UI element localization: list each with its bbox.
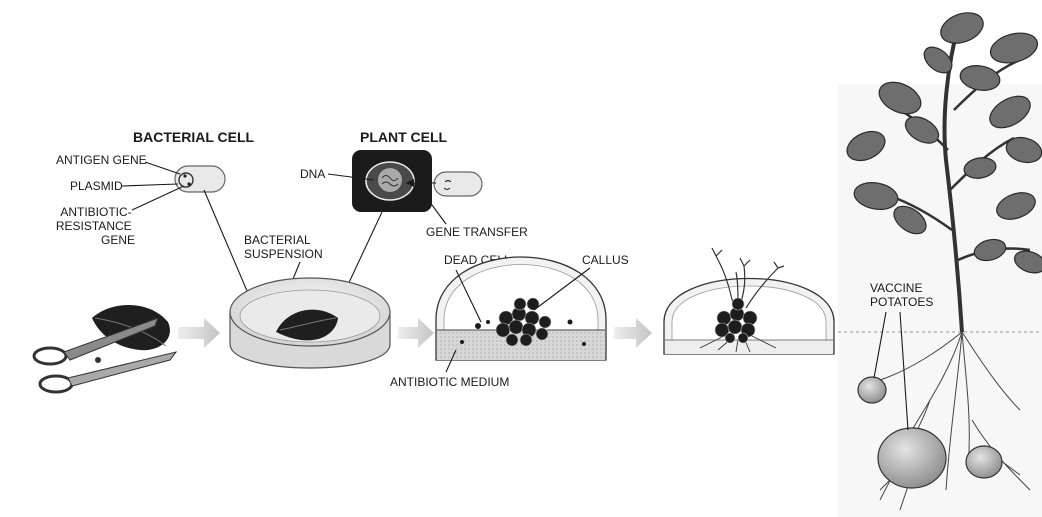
arrow-3-icon bbox=[614, 318, 652, 348]
antibiotic-medium-label: ANTIBIOTIC MEDIUM bbox=[390, 375, 509, 389]
arrow-2-icon bbox=[398, 318, 434, 348]
antibiotic-resistance-gene-label: ANTIBIOTIC- RESISTANCE GENE bbox=[56, 205, 135, 247]
bacterial-cell-icon bbox=[175, 166, 225, 192]
bacterial-cell-title: BACTERIAL CELL bbox=[133, 129, 255, 145]
antibiotic-medium-icon bbox=[437, 330, 605, 360]
bacterial-suspension-dish: BACTERIAL SUSPENSION bbox=[230, 233, 390, 368]
leaf-cutting bbox=[34, 305, 176, 392]
antibiotic-medium-dome: DEAD CELL CALLUS ANTIBIOTIC MEDIUM bbox=[390, 253, 629, 389]
dna-label: DNA bbox=[300, 167, 325, 181]
bacterial-cell: BACTERIAL CELL ANTIGEN GENE PLASMID ANTI… bbox=[56, 129, 256, 312]
vaccine-potatoes-line-1: VACCINE bbox=[870, 281, 922, 295]
bacterial-suspension-line-1: BACTERIAL bbox=[244, 233, 311, 247]
antibiotic-resistance-line-3: GENE bbox=[101, 233, 135, 247]
bacterial-suspension-label: BACTERIAL SUSPENSION bbox=[244, 233, 323, 261]
antibiotic-resistance-line-2: RESISTANCE bbox=[56, 219, 132, 233]
plant-cell-title: PLANT CELL bbox=[360, 129, 448, 145]
regeneration-dome bbox=[664, 248, 834, 354]
bacterial-suspension-line-2: SUSPENSION bbox=[244, 247, 323, 261]
antigen-gene-label: ANTIGEN GENE bbox=[56, 153, 147, 167]
bacterium-donor-icon bbox=[434, 172, 482, 196]
antibiotic-resistance-line-1: ANTIBIOTIC- bbox=[60, 205, 131, 219]
arrow-1-icon bbox=[178, 318, 220, 348]
plasmid-label: PLASMID bbox=[70, 179, 123, 193]
callus-label: CALLUS bbox=[582, 253, 629, 267]
vaccine-potatoes-label: VACCINE POTATOES bbox=[870, 281, 933, 309]
nucleus-icon bbox=[378, 168, 402, 192]
vaccine-potatoes-line-2: POTATOES bbox=[870, 295, 933, 309]
gene-transfer-label: GENE TRANSFER bbox=[426, 225, 528, 239]
potato-plant: VACCINE POTATOES bbox=[838, 7, 1042, 517]
